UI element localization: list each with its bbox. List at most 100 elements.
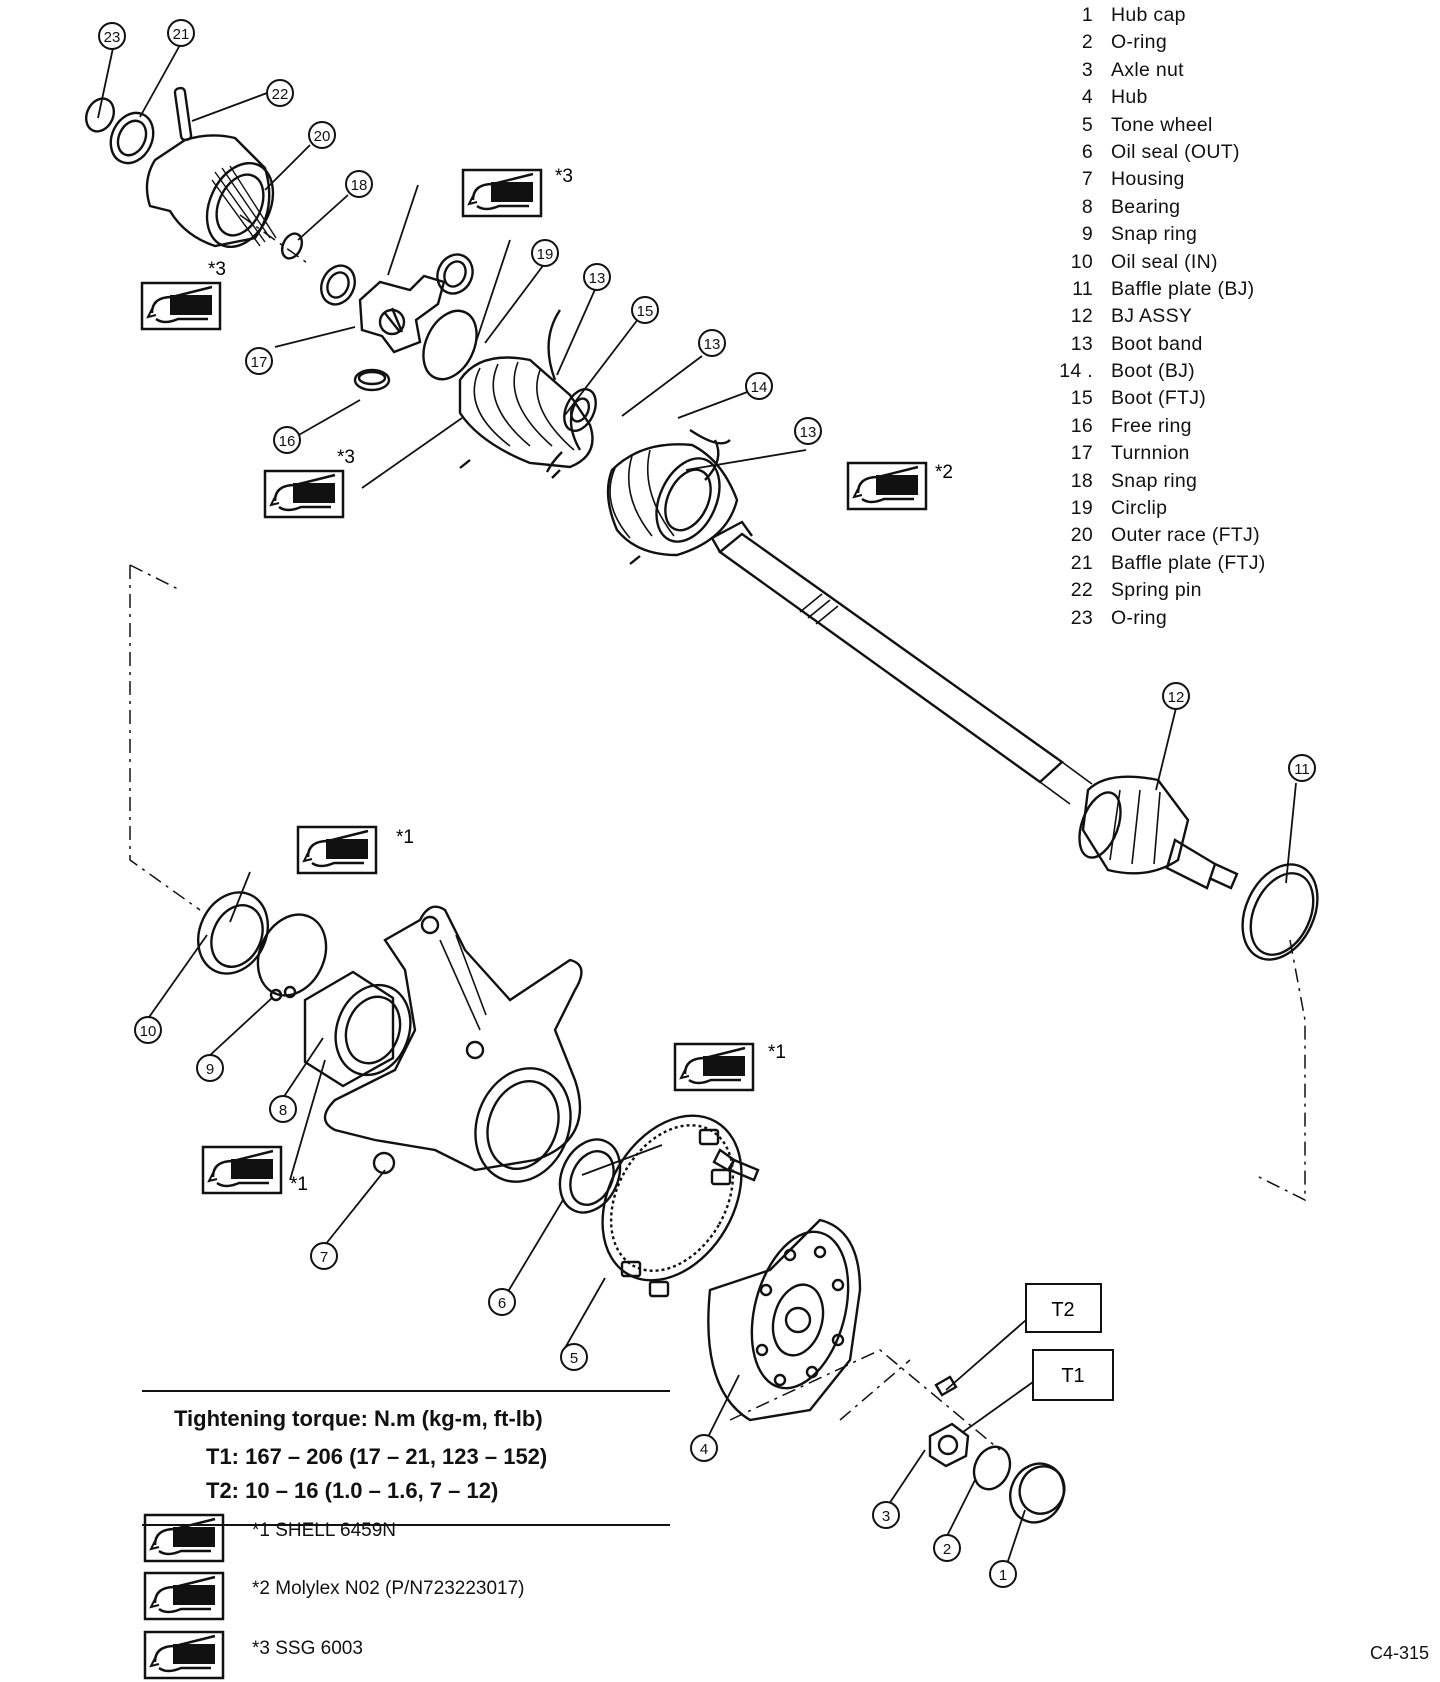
callout-17: 17 [245,347,273,375]
svg-text:7: 7 [320,1249,328,1266]
legend-label: Housing [1111,168,1185,191]
svg-text:2: 2 [943,1541,951,1558]
legend-number: 16 [1070,414,1093,437]
legend-row: 4 Hub [1055,84,1266,111]
baffle-plate-11b [1249,872,1315,956]
torque-box-t1: T1 [962,1349,1114,1433]
svg-text:15: 15 [637,303,654,320]
callout-23: 23 [98,22,126,50]
legend-row: 22 Spring pin [1055,577,1266,604]
svg-text:4: 4 [700,1441,708,1458]
legend-label: Axle nut [1111,58,1184,81]
boot-band-13a [545,309,582,473]
baffle-plate-11a [1241,863,1319,961]
legend-row: 9 Snap ring [1055,221,1266,248]
legend-label: Oil seal (OUT) [1111,140,1240,163]
legend-label: Circlip [1111,497,1168,520]
grease-key-1: *1 SHELL 6459N [252,1520,397,1541]
callout-13c: 13 [794,417,822,445]
callout-3: 3 [872,1501,900,1529]
svg-text:19: 19 [537,246,554,263]
legend-label: Baffle plate (BJ) [1111,277,1255,300]
legend-label: Boot (FTJ) [1111,387,1207,410]
legend-label: Snap ring [1111,469,1198,492]
ftj-assembly [85,86,641,565]
grease-marker-m1-left: *1 [201,1145,308,1195]
callout-16: 16 [273,426,301,454]
legend-number: 3 [1081,58,1093,81]
snap-ring-9 [256,913,328,997]
legend-number: 9 [1081,223,1093,246]
bearing-8 [303,970,412,1088]
legend-label: BJ ASSY [1111,305,1193,328]
legend-row: 3 Axle nut [1055,57,1266,84]
legend-number: 10 [1070,250,1093,273]
leader-lines [97,44,1297,1571]
callout-4: 4 [690,1434,718,1462]
legend-number: 22 [1070,579,1093,602]
svg-text:*1: *1 [290,1174,308,1195]
legend-label: Free ring [1111,414,1192,437]
torque-t1-spec: T1: 167 – 206 (17 – 21, 123 – 152) [206,1444,548,1469]
legend-label: Hub cap [1111,4,1186,26]
legend-number: 4 [1081,86,1093,109]
callout-2: 2 [933,1534,961,1562]
svg-text:*2: *2 [935,462,953,483]
torque-t2-spec: T2: 10 – 16 (1.0 – 1.6, 7 – 12) [206,1478,499,1503]
free-ring-16c [353,368,391,392]
legend-number: 20 [1070,524,1093,547]
legend-label: Spring pin [1111,579,1202,602]
legend-number: 2 [1081,31,1093,54]
legend-label: Snap ring [1111,223,1198,246]
callout-1: 1 [989,1560,1017,1588]
svg-text:18: 18 [351,177,368,194]
callout-14: 14 [745,372,773,400]
baffle-plate-21 [109,111,155,165]
callout-19: 19 [531,239,559,267]
svg-text:3: 3 [882,1508,890,1525]
callouts: 23 21 22 20 18 19 13 15 17 13 14 16 13 1… [98,19,1316,1588]
snap-ring-18 [280,232,304,260]
callout-7: 7 [310,1242,338,1270]
tightening-torque-table: Tightening torque: N.m (kg-m, ft-lb) T1:… [142,1390,670,1526]
callout-6: 6 [488,1288,516,1316]
torque-box-t2: T2 [945,1283,1102,1391]
legend-label: Oil seal (IN) [1111,250,1218,273]
svg-text:*1: *1 [396,827,414,848]
hub-stud [934,1375,958,1397]
callout-21: 21 [167,19,195,47]
svg-text:21: 21 [173,26,190,43]
legend-label: Hub [1111,86,1148,109]
free-ring-16a [320,264,356,306]
callout-13b: 13 [698,329,726,357]
legend-number: 18 [1070,469,1093,492]
o-ring-23 [85,97,115,133]
svg-text:17: 17 [251,354,268,371]
svg-text:T2: T2 [1051,1299,1074,1321]
svg-text:*3: *3 [555,166,573,187]
legend-row: 10 Oil seal (IN) [1055,249,1266,276]
torque-title: Tightening torque: N.m (kg-m, ft-lb) [174,1406,543,1431]
legend-number: 19 [1070,497,1093,520]
figure-code: C4-315 [1370,1643,1430,1663]
svg-text:1: 1 [999,1567,1007,1584]
grease-marker-m2: *2 [846,461,953,511]
spring-pin-22 [173,86,193,142]
axle-nut-3 [928,1422,970,1468]
grease-marker-m1-upper: *1 [296,825,414,875]
outer-race-20 [145,134,277,249]
legend-label: Bearing [1111,195,1181,218]
legend-label: Turnnion [1111,442,1190,465]
